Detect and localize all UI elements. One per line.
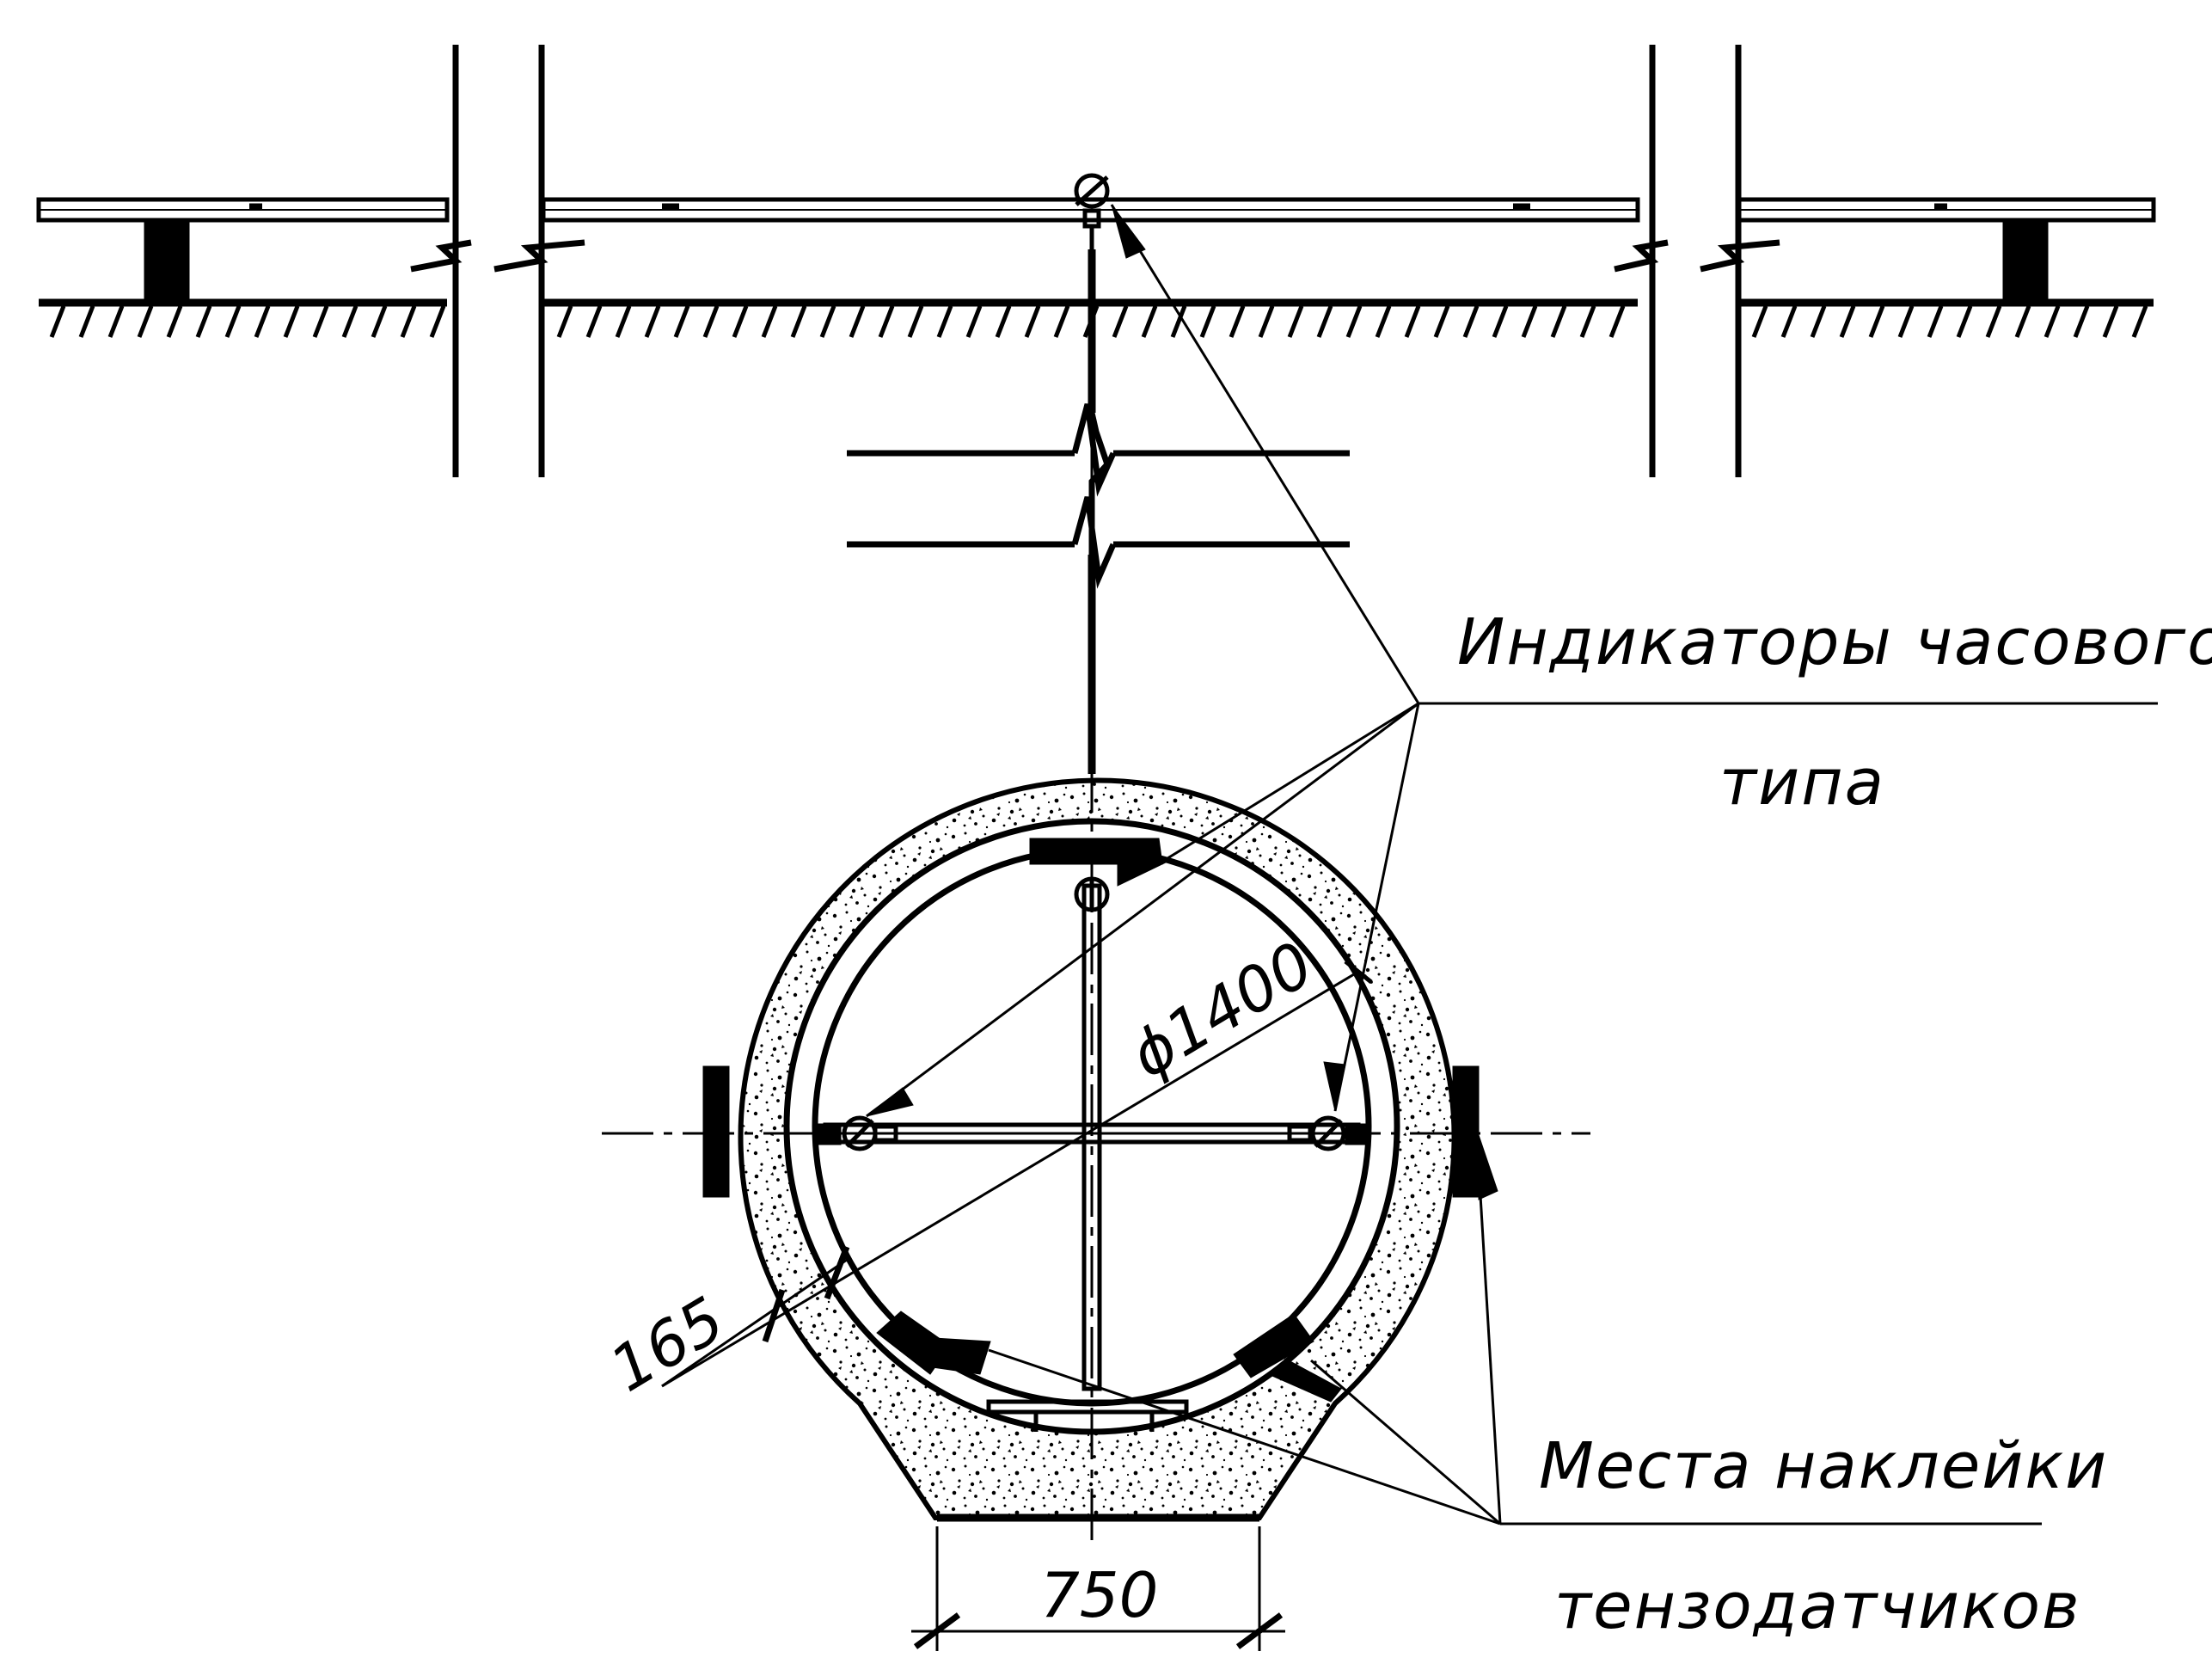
- ground-hatch-mark: [1897, 305, 1915, 338]
- ground-hatch-mark: [283, 305, 300, 338]
- ground-hatch-mark: [1985, 305, 2002, 338]
- ground-hatch-mark: [1927, 305, 1944, 338]
- left-dial-indicator: [816, 1115, 898, 1151]
- ground-hatch-mark: [1868, 305, 1885, 338]
- ground-hatch-mark: [1316, 305, 1333, 338]
- ground-hatch-mark: [1024, 305, 1041, 338]
- ground-hatch-mark: [585, 305, 603, 338]
- ground-hatch-mark: [1229, 305, 1246, 338]
- ground-hatch-mark: [1579, 305, 1596, 338]
- ground-hatch-mark: [644, 305, 661, 338]
- ground-hatch-mark: [1199, 305, 1216, 338]
- ground-hatch-mark: [312, 305, 329, 338]
- ground-hatch-mark: [1521, 305, 1538, 338]
- ground-hatch-mark: [2014, 305, 2031, 338]
- right-break-column: [1614, 45, 1780, 477]
- ground-hatch-mark: [1810, 305, 1827, 338]
- right-dial-indicator: [1287, 1115, 1370, 1151]
- top-dial-indicator: [1074, 173, 1110, 249]
- ground-hatch-mark: [2131, 305, 2148, 338]
- indicators-label-line2: типа: [1719, 746, 1885, 820]
- ground-hatch-mark: [1492, 305, 1509, 338]
- left-support-block: [144, 221, 190, 302]
- break-lines: [847, 403, 1350, 589]
- gauges-label-line1: Места наклейки: [1539, 1429, 2108, 1503]
- ground-hatch-mark: [2102, 305, 2119, 338]
- ground-hatch-mark: [2073, 305, 2090, 338]
- ground-hatch-mark: [1462, 305, 1480, 338]
- base-width-label: 750: [1040, 1559, 1158, 1631]
- wall-thickness-label: 165: [597, 1283, 736, 1406]
- ground-hatch-mark: [1141, 305, 1158, 338]
- ground-hatch-mark: [429, 305, 446, 338]
- ground-hatch-mark: [341, 305, 358, 338]
- ground-hatch-mark: [1433, 305, 1450, 338]
- ground-hatch-mark: [995, 305, 1012, 338]
- indicators-label-line1: Индикаторы часового: [1457, 605, 2212, 679]
- right-support-block: [2002, 221, 2049, 302]
- ground-hatch-mark: [1839, 305, 1856, 338]
- base-dimension: [911, 1526, 1285, 1651]
- indicator-leaders: [866, 204, 2158, 1118]
- ground-hatch-mark: [1780, 305, 1798, 338]
- left-strain-gauge: [702, 1065, 730, 1198]
- ground-hatch-mark: [1550, 305, 1567, 338]
- ground-hatch-mark: [195, 305, 212, 338]
- ground-hatch-mark: [1258, 305, 1275, 338]
- ground-hatch-mark: [371, 305, 388, 338]
- ground-hatch-mark: [732, 305, 749, 338]
- ground-hatch-mark: [107, 305, 125, 338]
- ground-hatch-mark: [1404, 305, 1421, 338]
- ground-hatch-mark: [137, 305, 154, 338]
- diameter-dimension: [661, 960, 1373, 1388]
- gauge-leaders: [988, 1194, 2042, 1526]
- measuring-cross: [823, 838, 1361, 1432]
- ground-hatch-mark: [1345, 305, 1363, 338]
- ground-hatch-mark: [936, 305, 953, 338]
- ground-hatch-mark: [400, 305, 417, 338]
- ground-hatch-mark: [1375, 305, 1392, 338]
- ground-hatch-mark: [819, 305, 836, 338]
- ground-hatch-mark: [1112, 305, 1129, 338]
- ground-hatch-mark: [1287, 305, 1304, 338]
- ground-hatch-mark: [965, 305, 983, 338]
- loading-beam: [36, 197, 2156, 302]
- ground-hatch-mark: [1053, 305, 1070, 338]
- ground-hatch-mark: [49, 305, 66, 338]
- ground-hatch-mark: [673, 305, 690, 338]
- ground-hatch-mark: [254, 305, 271, 338]
- ground-hatch-mark: [1170, 305, 1187, 338]
- ground-hatch-mark: [1608, 305, 1626, 338]
- ground-hatch-mark: [878, 305, 895, 338]
- bottom-right-strain-gauge: [1233, 1313, 1314, 1378]
- right-strain-gauge: [1452, 1065, 1480, 1198]
- ground-hatch-mark: [78, 305, 95, 338]
- left-break-column: [410, 45, 585, 477]
- ground-hatch-mark: [166, 305, 183, 338]
- ground-hatch-mark: [907, 305, 924, 338]
- ground-hatch-mark: [556, 305, 573, 338]
- ground-hatch-mark: [702, 305, 720, 338]
- ground-hatch-mark: [615, 305, 632, 338]
- ground-hatch-mark: [761, 305, 778, 338]
- ground-hatch-mark: [2043, 305, 2061, 338]
- wall-dimension: [661, 1245, 850, 1388]
- ground-hatch-mark: [1956, 305, 1973, 338]
- ground-hatch-mark: [849, 305, 866, 338]
- gauges-label-line2: тензодатчиков: [1554, 1569, 2081, 1643]
- ground-hatch-mark: [1751, 305, 1768, 338]
- ground-line: [39, 298, 2154, 338]
- ground-hatch-mark: [224, 305, 242, 338]
- ground-hatch-mark: [790, 305, 807, 338]
- strain-gauges: [702, 1065, 1498, 1403]
